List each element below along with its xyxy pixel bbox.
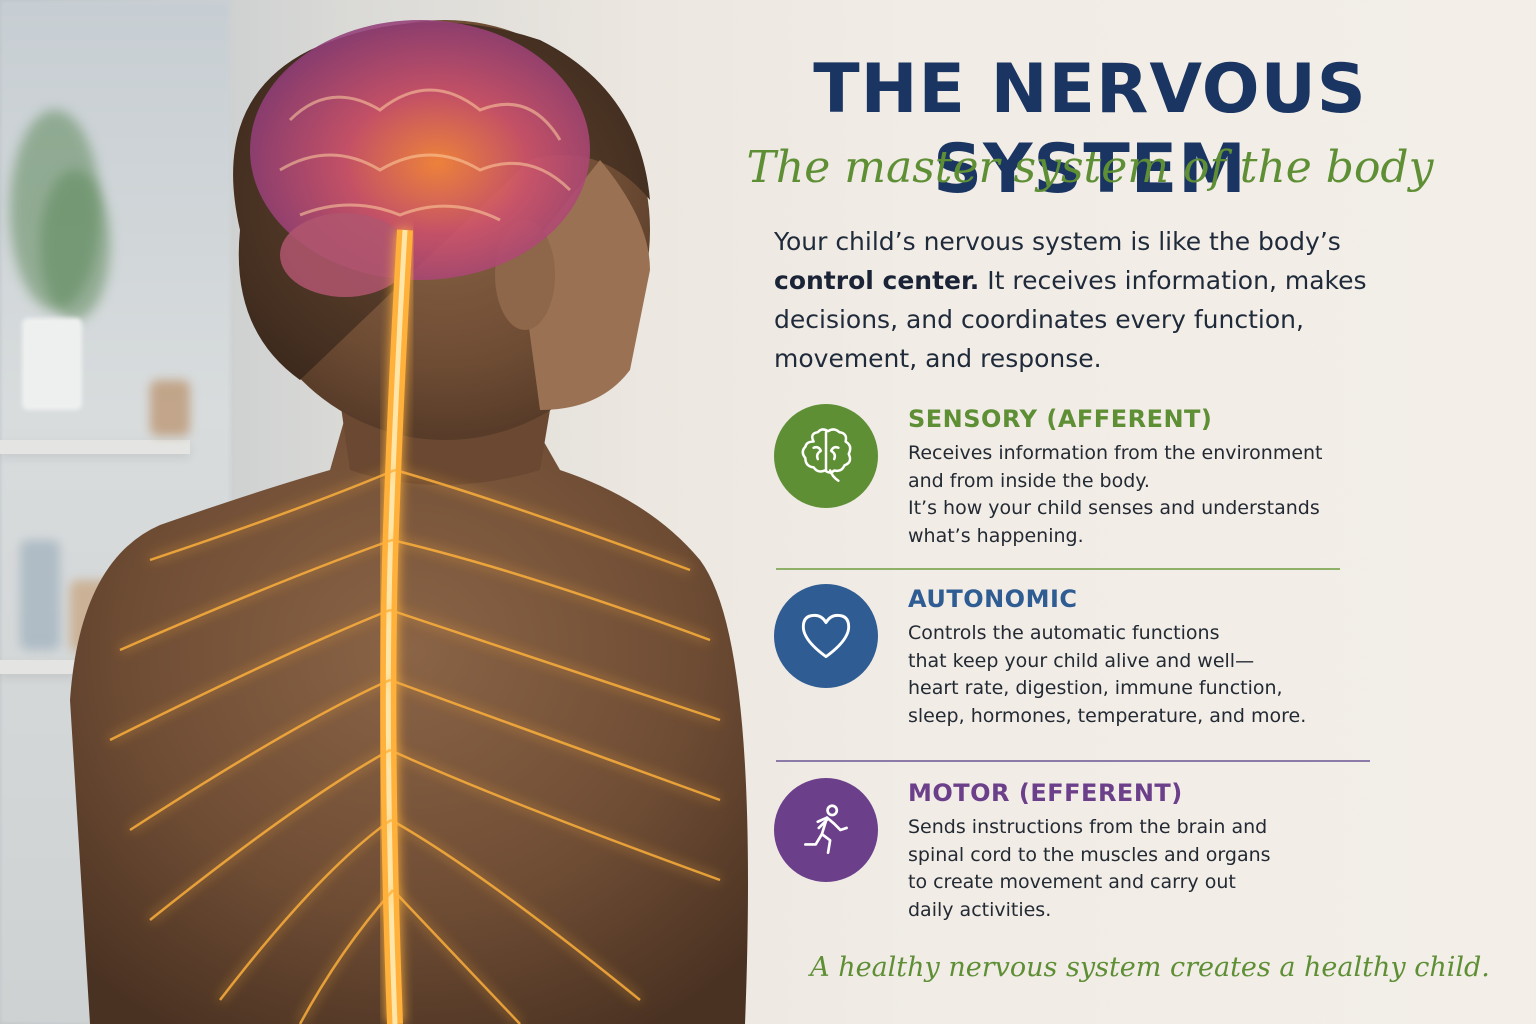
page-subtitle: The master system of the body	[746, 142, 1434, 193]
plant-decoration	[40, 170, 110, 320]
intro-line: movement, and response.	[774, 344, 1102, 373]
nerve-branches	[109, 468, 721, 1024]
autonomic-heading: AUTONOMIC	[908, 585, 1078, 613]
intro-line: It receives information, makes	[979, 266, 1367, 295]
intro-bold-phrase: control center.	[774, 266, 980, 295]
description-line: daily activities.	[908, 898, 1052, 921]
description-line: sleep, hormones, temperature, and more.	[908, 704, 1307, 727]
footer-tagline: A healthy nervous system creates a healt…	[810, 952, 1490, 983]
section-divider	[776, 760, 1370, 762]
shelf	[0, 440, 190, 454]
autonomic-badge	[774, 584, 878, 688]
description-line: that keep your child alive and well—	[908, 649, 1255, 672]
jar-decoration	[150, 380, 190, 436]
description-line: and from inside the body.	[908, 469, 1150, 492]
sensory-heading: SENSORY (AFFERENT)	[908, 405, 1213, 433]
description-line: spinal cord to the muscles and organs	[908, 843, 1271, 866]
running-person-icon	[804, 804, 848, 855]
heart-icon	[801, 613, 851, 659]
intro-paragraph: Your child’s nervous system is like the …	[774, 222, 1414, 378]
section-divider	[776, 568, 1340, 570]
sensory-badge	[774, 404, 878, 508]
motor-badge	[774, 778, 878, 882]
child-nervous-system-illustration	[0, 0, 760, 1024]
page-title: THE NERVOUS SYSTEM	[813, 50, 1367, 209]
plant-pot	[22, 318, 82, 410]
section-sensory: SENSORY (AFFERENT) Receives information …	[774, 404, 1394, 554]
cerebellum	[280, 213, 410, 297]
description-line: what’s happening.	[908, 524, 1084, 547]
description-line: Sends instructions from the brain and	[908, 816, 1268, 838]
section-autonomic: AUTONOMIC Controls the automatic functio…	[774, 584, 1394, 744]
torso	[70, 400, 748, 1024]
motor-description: Sends instructions from the brain and sp…	[908, 814, 1388, 924]
section-motor: MOTOR (EFFERENT) Sends instructions from…	[774, 778, 1394, 938]
description-line: to create movement and carry out	[908, 871, 1236, 893]
description-line: It’s how your child senses and understan…	[908, 497, 1320, 519]
description-line: Controls the automatic functions	[908, 622, 1220, 644]
autonomic-description: Controls the automatic functions that ke…	[908, 620, 1388, 730]
sensory-description: Receives information from the environmen…	[908, 440, 1388, 550]
motor-heading: MOTOR (EFFERENT)	[908, 779, 1183, 807]
jar-decoration	[20, 540, 60, 650]
description-line: heart rate, digestion, immune function,	[908, 677, 1283, 699]
body-illustration	[70, 20, 748, 1024]
intro-line: decisions, and coordinates every functio…	[774, 305, 1304, 334]
brain-icon	[801, 428, 852, 482]
description-line: Receives information from the environmen…	[908, 442, 1323, 464]
intro-line: Your child’s nervous system is like the …	[774, 227, 1341, 256]
